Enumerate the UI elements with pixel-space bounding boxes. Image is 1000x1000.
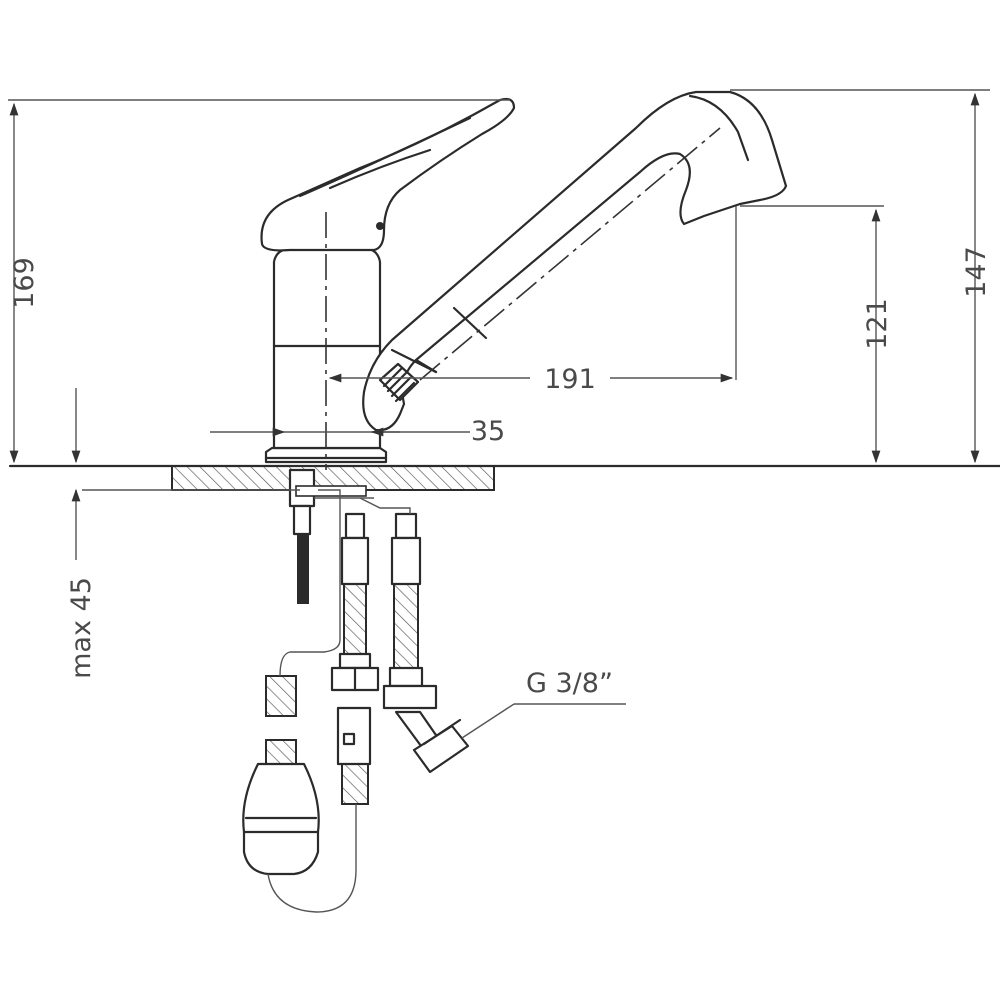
flex-hose-left [330,512,380,692]
thread-size-label: G 3/8” [526,668,613,699]
dimension-outlet-height [740,205,884,464]
dimension-overall-height [8,99,510,464]
dimension-deck-thickness [71,388,300,560]
lever-handle [260,97,516,252]
faucet-body [272,246,382,450]
pull-out-hose-route [267,489,411,913]
dimension-overall-height-label: 169 [9,257,40,309]
pull-out-spout [362,90,788,432]
hose-spring [265,675,297,717]
deck-washer-plate [295,485,367,497]
hose-counterweight [242,739,320,876]
spout-centerline [419,127,721,381]
dimension-spout-height [730,89,990,464]
angle-adapter [394,710,470,774]
hose-coupling-lower [336,706,372,805]
countertop-deck [8,464,1000,491]
flex-hose-right [382,512,438,710]
dimension-spout-reach [328,206,737,383]
dimension-spout-reach-label: 191 [544,364,596,395]
dimension-deck-thickness-label: max 45 [66,577,97,679]
dimension-spout-height-label: 147 [961,246,992,298]
dimension-base-width-label: 35 [471,416,505,447]
dimension-outlet-height-label: 121 [862,298,893,350]
spout-hose-spring [378,362,420,403]
thread-callout-leader [461,703,626,739]
